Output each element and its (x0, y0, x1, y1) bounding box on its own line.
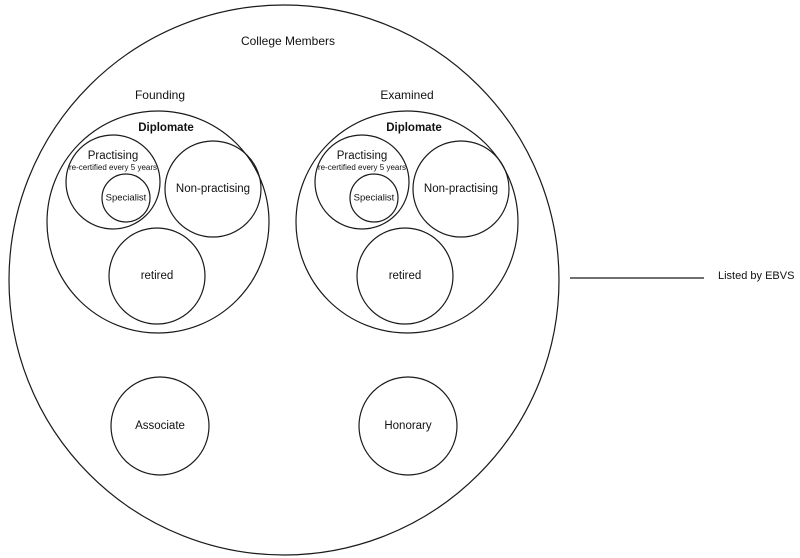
founding-non-practising-circle (164, 140, 262, 238)
founding-retired-label: retired (141, 270, 174, 282)
examined-non-practising-circle (412, 140, 510, 238)
founding-retired-circle (108, 227, 206, 325)
associate-circle (110, 376, 210, 476)
examined-non-practising-label: Non-practising (424, 183, 498, 195)
honorary-label: Honorary (384, 420, 432, 432)
college-members-title: College Members (241, 34, 335, 48)
examined-retired-label: retired (389, 270, 422, 282)
founding-specialist-circle (101, 173, 151, 223)
examined-practising-label: Practising (337, 150, 388, 162)
associate-label: Associate (135, 420, 185, 432)
founding-practising-label: Practising (88, 150, 139, 162)
founding-specialist-label: Specialist (106, 193, 147, 204)
college-members-circle (8, 4, 560, 556)
examined-practising-circle (314, 134, 410, 230)
examined-retired-circle (356, 227, 454, 325)
founding-label: Founding (135, 88, 185, 102)
founding-recertified-note: re-certified every 5 years (69, 163, 157, 172)
examined-label: Examined (380, 88, 433, 102)
founding-diplomate-circle (46, 110, 270, 334)
founding-practising-circle (65, 134, 161, 230)
examined-diplomate-label: Diplomate (386, 122, 442, 134)
founding-diplomate-label: Diplomate (138, 122, 194, 134)
examined-specialist-circle (349, 173, 399, 223)
examined-diplomate-circle (295, 110, 519, 334)
examined-specialist-label: Specialist (354, 193, 395, 204)
honorary-circle (358, 376, 458, 476)
listed-by-ebvs-label: Listed by EBVS (718, 270, 794, 282)
founding-non-practising-label: Non-practising (176, 183, 250, 195)
examined-recertified-note: re-certified every 5 years (318, 163, 406, 172)
